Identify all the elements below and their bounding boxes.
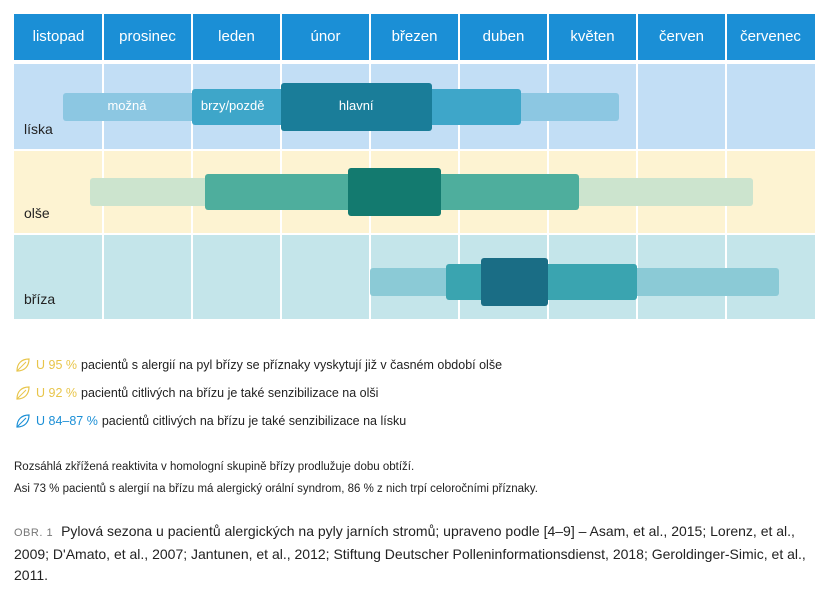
month-label-0: listopad	[32, 28, 85, 45]
leaf-icon	[14, 384, 32, 402]
row-label-1: olše	[24, 205, 50, 221]
grid-line-1	[102, 14, 104, 319]
month-label-7: červen	[658, 28, 705, 45]
note-line-2: Asi 73 % pacientů s alergií na břízu má …	[14, 483, 538, 495]
note-line-1: Rozsáhlá zkřížená reaktivita v homologní…	[14, 461, 415, 473]
figure-number: OBR. 1	[14, 527, 54, 539]
row-separator-1	[14, 149, 815, 151]
grid-line-8	[725, 14, 727, 319]
month-label-8: červenec	[740, 28, 801, 45]
month-label-2: leden	[218, 28, 255, 45]
row-separator-0	[14, 60, 815, 64]
month-label-6: květen	[570, 28, 615, 45]
grid-line-4	[369, 14, 371, 319]
bar-label-1: brzy/pozdě	[200, 98, 265, 113]
grid-line-5	[458, 14, 460, 319]
bar-líska-main	[281, 83, 433, 131]
stat-line-2: U 92 % pacientů citlivých na břízu je ta…	[14, 384, 378, 402]
month-label-3: únor	[310, 28, 341, 45]
month-label-4: březen	[391, 28, 438, 45]
stat-line-3: U 84–87 % pacientů citlivých na břízu je…	[14, 412, 406, 430]
grid-line-2	[191, 14, 193, 319]
bar-bříza-main	[481, 258, 548, 306]
row-label-0: líska	[24, 121, 53, 137]
grid-line-7	[636, 14, 638, 319]
grid-line-6	[547, 14, 549, 319]
stat-text: pacientů citlivých na břízu je také senz…	[81, 386, 379, 400]
stat-percent: U 92 %	[36, 386, 77, 400]
leaf-icon	[14, 356, 32, 374]
row-label-2: bříza	[24, 291, 56, 307]
stat-text: pacientů s alergií na pyl břízy se přízn…	[81, 358, 503, 372]
stat-percent: U 95 %	[36, 358, 77, 372]
bar-label-0: možná	[107, 98, 147, 113]
month-label-1: prosinec	[119, 28, 176, 45]
bar-label-2: hlavní	[338, 98, 374, 113]
bar-olše-main	[347, 168, 442, 216]
month-header: listopad prosinec leden únor březen duben květ…	[14, 14, 815, 60]
leaf-icon	[14, 412, 32, 430]
row-separator-2	[14, 233, 815, 235]
month-label-5: duben	[482, 28, 525, 45]
stat-percent: U 84–87 %	[36, 414, 98, 428]
grid-line-3	[280, 14, 282, 319]
pollen-season-chart: listopad prosinec leden únor březen duben květ…	[14, 14, 815, 319]
caption-text: Pylová sezona u pacientů alergických na …	[14, 523, 806, 583]
stat-line-1: U 95 % pacientů s alergií na pyl břízy s…	[14, 356, 502, 374]
stat-text: pacientů citlivých na břízu je také senz…	[101, 414, 407, 428]
